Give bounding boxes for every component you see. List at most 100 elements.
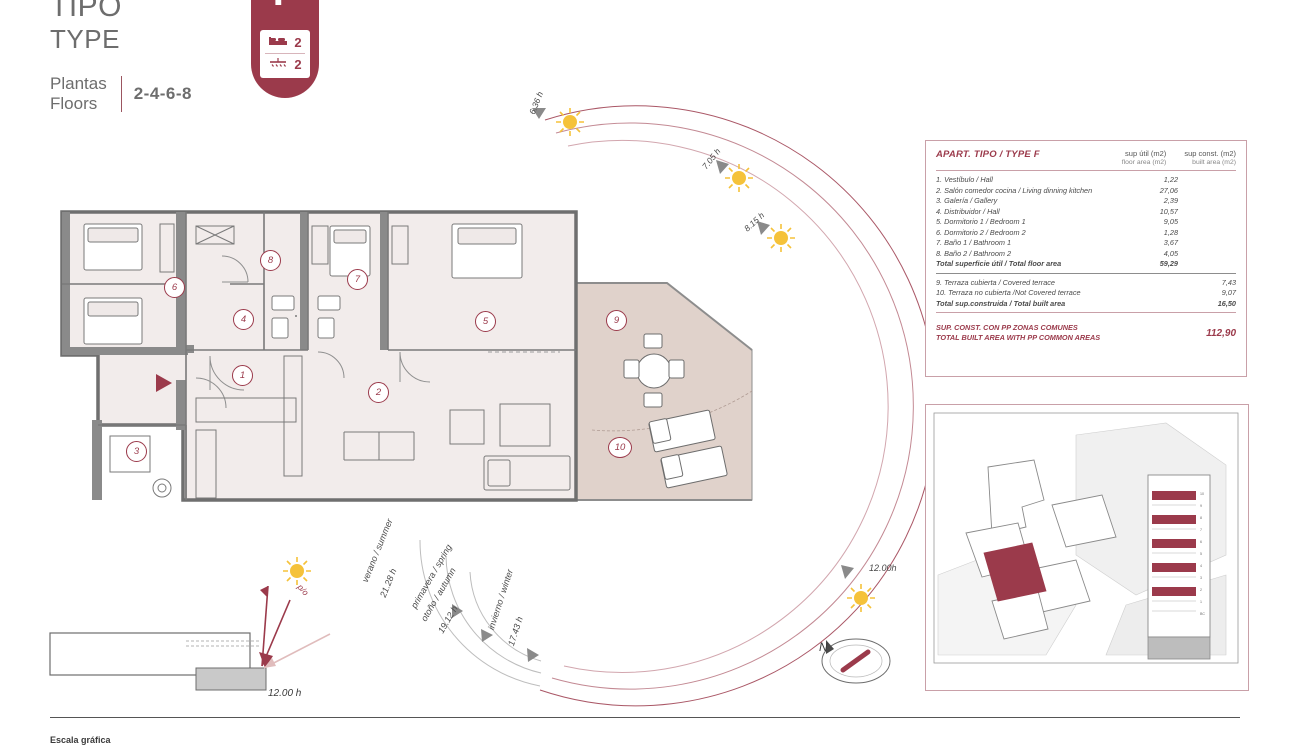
row-floor-area (1126, 299, 1178, 310)
svg-text:4: 4 (1200, 564, 1202, 568)
svg-text:7: 7 (1200, 528, 1202, 532)
common-areas-label: SUP. CONST. CON PP ZONAS COMUNES TOTAL B… (936, 323, 1206, 343)
svg-text:BC: BC (1200, 612, 1205, 616)
row-label: 4. Distribuidor / Hall (936, 206, 1000, 216)
floors-value: 2-4-6-8 (133, 84, 193, 103)
common-areas-label-es: SUP. CONST. CON PP ZONAS COMUNES (936, 323, 1078, 332)
floors-row: Plantas Floors 2-4-6-8 (50, 74, 390, 114)
row-label: 6. Dormitorio 2 / Bedroom 2 (936, 227, 1026, 237)
shading-diagram (49, 585, 331, 691)
row-built-area (1178, 186, 1236, 197)
plan-number-5: 5 (475, 311, 496, 332)
common-areas-block: SUP. CONST. CON PP ZONAS COMUNES TOTAL B… (936, 323, 1236, 343)
row-built-area (1178, 175, 1236, 186)
compass-icon (821, 638, 891, 684)
plan-number-3: 3 (126, 441, 147, 462)
row-floor-area: 27,06 (1159, 185, 1178, 195)
row-built-area (1178, 196, 1236, 207)
sun-hour-label-1200: 12.00h (869, 563, 897, 573)
svg-text:1: 1 (1200, 600, 1202, 604)
time-label-1200: 12.00 h (268, 688, 302, 699)
row-floor-area: 10,57 (1159, 206, 1178, 216)
row-built-area (1178, 207, 1236, 218)
north-label: N (819, 640, 828, 654)
page-title-type: TYPE (50, 24, 120, 54)
type-badge: F 2 2 (251, 0, 319, 98)
shower-icon (268, 56, 288, 74)
table-row: 4. Distribuidor / Hall 10,57 (936, 207, 1236, 218)
plan-number-4: 4 (233, 309, 254, 330)
row-label: 7. Baño 1 / Bathroom 1 (936, 238, 1012, 247)
entrance-arrow (156, 374, 172, 392)
svg-text:10: 10 (1200, 492, 1204, 496)
row-label: Total sup.construida / Total built area (936, 298, 1066, 308)
row-floor-area: 9,05 (1163, 217, 1178, 226)
plan-number-9: 9 (606, 310, 627, 331)
row-floor-area (1126, 288, 1178, 299)
svg-text:2: 2 (1200, 588, 1202, 592)
divider (50, 717, 1240, 718)
row-label: 2. Salón comedor cocina / Living dinning… (936, 185, 1093, 195)
row-built-area (1178, 228, 1236, 239)
sun-icon-left (283, 557, 311, 585)
row-label: Total superficie útil / Total floor area (936, 259, 1062, 268)
bathroom-count-row: 2 (260, 55, 310, 74)
row-floor-area: 59,29 (1159, 259, 1178, 268)
divider (265, 53, 305, 54)
row-floor-area (1126, 278, 1178, 289)
plantas-label: Plantas (50, 74, 107, 93)
bedroom-count-row: 2 (260, 33, 310, 52)
areas-table-title: APART. TIPO / TYPE F (936, 149, 1040, 160)
row-label: 3. Galería / Gallery (936, 196, 998, 205)
type-badge-letter: F (251, 0, 319, 24)
column-header-built-area: sup const. (m2) built area (m2) (1184, 149, 1236, 167)
svg-text:9: 9 (1200, 504, 1202, 508)
column-header-built-area-sub: built area (m2) (1192, 159, 1236, 166)
room-counts: 2 2 (260, 30, 310, 78)
plan-number-1: 1 (232, 365, 253, 386)
row-label: 5. Dormitorio 1 / Bedroom 1 (936, 217, 1026, 226)
row-built-area (1178, 238, 1236, 249)
plan-number-8: 8 (260, 250, 281, 271)
table-row-total-built: Total sup.construida / Total built area 1… (936, 299, 1236, 310)
table-row: 5. Dormitorio 1 / Bedroom 1 9,05 (936, 217, 1236, 228)
column-header-floor-area-sub: floor area (m2) (1121, 159, 1167, 166)
areas-table-columns: sup útil (m2) floor area (m2) sup const.… (1122, 149, 1236, 167)
column-header-floor-area: sup útil (m2) floor area (m2) (1122, 149, 1167, 167)
floors-label: Floors (50, 94, 98, 113)
row-floor-area: 1,28 (1163, 227, 1178, 237)
sun-icon-636 (556, 108, 584, 136)
divider (120, 76, 122, 112)
table-row: 10. Terraza no cubierta /Not Covered ter… (936, 288, 1236, 299)
column-header-floor-area-main: sup útil (m2) (1125, 149, 1167, 158)
divider (936, 312, 1236, 313)
sun-icon-1200 (847, 584, 875, 612)
page-title-tipo: TIPO (50, 0, 123, 23)
table-row-total-floor: Total superficie útil / Total floor area… (936, 259, 1236, 270)
row-built-area (1178, 259, 1236, 270)
row-label: 9. Terraza cubierta / Covered terrace (936, 277, 1055, 287)
areas-table-header: APART. TIPO / TYPE F sup útil (m2) floor… (936, 149, 1236, 167)
plan-number-7: 7 (347, 269, 368, 290)
divider (936, 170, 1236, 171)
row-floor-area: 1,22 (1163, 175, 1178, 184)
row-built-area: 9,07 (1221, 288, 1236, 297)
bed-icon (268, 34, 288, 52)
plan-number-10: 10 (608, 437, 632, 458)
plan-number-6: 6 (164, 277, 185, 298)
areas-table-panel: APART. TIPO / TYPE F sup útil (m2) floor… (925, 140, 1247, 377)
sun-icon-815 (767, 224, 795, 252)
svg-text:3: 3 (1200, 576, 1202, 580)
scale-label: Escala gráfica (50, 735, 111, 745)
svg-text:8: 8 (1200, 516, 1202, 520)
sun-icon-705 (725, 164, 753, 192)
row-built-area (1178, 249, 1236, 260)
table-row: 2. Salón comedor cocina / Living dinning… (936, 186, 1236, 197)
row-built-area: 16,50 (1217, 298, 1236, 308)
row-floor-area: 4,05 (1163, 248, 1178, 258)
svg-text:5: 5 (1200, 552, 1202, 556)
row-label: 8. Baño 2 / Bathroom 2 (936, 248, 1012, 258)
